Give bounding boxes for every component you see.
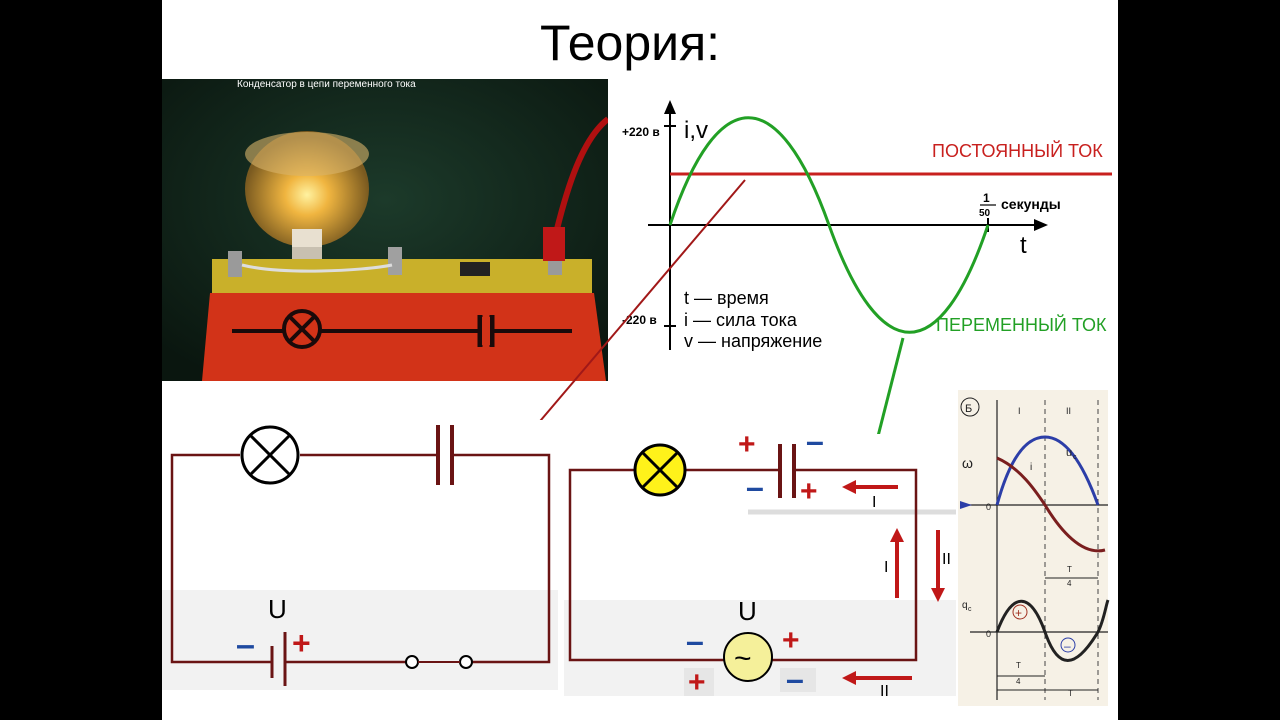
dc-minus-sign: – (236, 626, 255, 664)
axis-y-label: i,v (684, 117, 708, 144)
dc-connector-arrow (523, 179, 746, 441)
uc-label: u (1066, 447, 1072, 459)
axis-x-label: t (1020, 232, 1027, 259)
cap-bottom-minus: – (746, 469, 764, 505)
ac-source-symbol (723, 632, 773, 682)
demo-photo: Конденсатор в цепи переменного тока (162, 79, 608, 381)
photo-caption: Конденсатор в цепи переменного тока (237, 79, 416, 90)
period-denominator: 50 (979, 208, 991, 219)
right-label-I: I (884, 559, 888, 576)
ac-connector-arrow (873, 337, 905, 449)
graph-x-arrow (1034, 219, 1048, 231)
negative-charge-sign: – (1064, 639, 1071, 653)
t-top-label: T (1067, 565, 1072, 574)
i-label: i (1030, 462, 1032, 473)
legend-time: t — время (684, 288, 769, 308)
slide-title: Теория: (540, 15, 721, 71)
bottom-label-II: II (880, 683, 889, 700)
dc-source-label: U (268, 594, 287, 624)
cap-bottom-plus: + (800, 475, 818, 508)
legend-current: i — сила тока (684, 310, 798, 330)
cap-top-minus: – (806, 423, 824, 459)
ac-sine-curve (668, 116, 990, 334)
period-unit: секунды (1001, 196, 1061, 212)
ac-circuit: ~ U + – – + – + + – I I II II (564, 423, 956, 700)
qc-label: q (962, 600, 968, 611)
ac-label: ПЕРЕМЕННЫЙ ТОК (936, 314, 1107, 335)
dc-switch-contact (405, 655, 419, 669)
dc-plus-sign: + (292, 625, 311, 661)
current-label-I: I (872, 494, 876, 511)
positive-charge-sign: + (1015, 606, 1022, 620)
src-plus-sign: + (782, 624, 800, 657)
dc-circuit: U – + (162, 420, 558, 690)
cap-top-plus: + (738, 428, 756, 461)
top-voltage-label: +220 в (622, 125, 660, 139)
bottom-plus-sign: + (688, 666, 706, 699)
ac-source-label: U (738, 596, 757, 626)
zero-bottom: 0 (986, 629, 991, 639)
textbook-graph: Б I II u c i ω 0 q c 0 + – T 4 T 4 T (958, 390, 1110, 706)
ac-source-glyph: ~ (734, 642, 752, 675)
panel-label: Б (965, 403, 972, 415)
t-bottom-den: 4 (1016, 677, 1021, 686)
bottom-minus-sign: – (786, 661, 804, 697)
bottom-voltage-label: -220 в (622, 313, 657, 327)
demo-photo-drawing (162, 79, 608, 381)
src-minus-sign: – (686, 623, 704, 659)
dc-wire-right (452, 453, 551, 664)
qc-curve (995, 599, 1110, 662)
zero-top: 0 (986, 502, 991, 512)
current-graph: +220 в -220 в i,v t 1 50 секунды ПОСТОЯН… (622, 100, 1112, 351)
dc-wire-left (170, 453, 272, 664)
qc-sub: c (968, 606, 972, 613)
t-top-den: 4 (1067, 579, 1072, 588)
zone-2-label: II (1066, 406, 1071, 416)
t-bottom-label: T (1016, 661, 1021, 670)
right-label-II: II (942, 551, 951, 568)
period-numerator: 1 (983, 191, 990, 205)
uc-sub: c (1073, 454, 1077, 461)
omega-label: ω (962, 455, 973, 471)
legend-voltage: v — напряжение (684, 331, 822, 351)
graph-y-arrow (664, 100, 676, 114)
dc-label: ПОСТОЯННЫЙ ТОК (932, 140, 1103, 161)
zone-1-label: I (1018, 406, 1021, 416)
t-full-label: T (1068, 689, 1073, 698)
i-curve (996, 456, 1106, 553)
